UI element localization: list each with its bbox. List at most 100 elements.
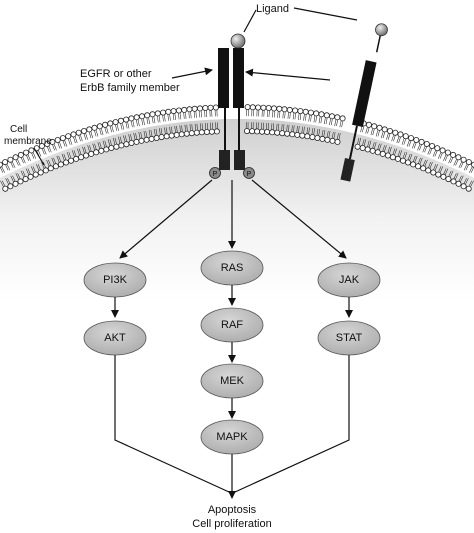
lipid-tail — [372, 142, 375, 149]
lipid-tail — [138, 131, 141, 139]
lipid-head-inner — [284, 130, 291, 137]
lipid-head-inner — [123, 141, 130, 148]
lipid-tail — [148, 117, 151, 125]
lipid-tail — [143, 130, 146, 138]
lipid-tail — [303, 114, 305, 121]
lipid-head-outer — [418, 138, 425, 145]
lipid-head-outer — [307, 109, 314, 116]
lipid-tail — [165, 127, 168, 134]
lipid-tail — [362, 125, 365, 133]
lipid-tail — [12, 175, 16, 182]
lipid-tail — [17, 159, 21, 166]
lipid-head-outer — [202, 105, 209, 112]
lipid-tail — [68, 152, 72, 159]
lipid-head-outer — [313, 110, 320, 117]
lipid-head-inner — [364, 146, 371, 153]
lipid-tail — [288, 124, 290, 132]
lipid-tail — [15, 159, 19, 166]
lipid-tail — [64, 140, 68, 147]
lipid-head-inner — [163, 133, 170, 140]
lipid-tail — [0, 166, 4, 173]
lipid-tail — [159, 128, 161, 135]
lipid-head-outer — [244, 104, 251, 111]
lipid-head-inner — [153, 134, 160, 141]
lipid-head-inner — [178, 131, 185, 138]
lipid-tail — [122, 123, 125, 130]
lipid-tail — [336, 133, 339, 140]
lipid-head-inner — [379, 150, 386, 157]
lipid-head-outer — [286, 106, 293, 113]
egfr-label-line2: ErbB family member — [80, 82, 180, 94]
lipid-tail — [109, 125, 112, 133]
lipid-tail — [450, 170, 454, 177]
lipid-tail — [377, 143, 380, 150]
lipid-tail — [130, 120, 133, 128]
lipid-head-outer — [212, 104, 219, 111]
lipid-head-inner — [329, 137, 336, 144]
lipid-head-inner — [243, 128, 250, 135]
lipid-head-outer — [170, 108, 177, 115]
lipid-head-inner — [425, 167, 432, 174]
lipid-tail — [174, 125, 176, 133]
lipid-tail — [71, 150, 75, 157]
lipid-tail — [57, 142, 61, 149]
lipid-tail — [160, 128, 163, 135]
lipid-head-outer — [444, 149, 451, 156]
lipid-tail — [73, 150, 77, 157]
lipid-tail — [316, 129, 319, 136]
lipid-tail — [318, 129, 321, 136]
lipid-tail — [104, 140, 107, 147]
lipid-tail — [169, 114, 171, 121]
lipid-tail — [427, 148, 431, 155]
lipid-head-inner — [32, 171, 39, 178]
lipid-tail — [102, 140, 105, 147]
lipid-head-inner — [93, 149, 100, 156]
lipid-tail — [119, 136, 122, 143]
node-mapk: MAPK — [200, 419, 264, 455]
lipid-tail — [178, 112, 180, 120]
lipid-tail — [191, 124, 193, 131]
lipid-tail — [114, 137, 117, 145]
lipid-tail — [453, 159, 457, 166]
lipid-tail — [127, 122, 130, 129]
lipid-tail — [85, 133, 88, 140]
phospho-left-circle — [209, 167, 221, 179]
lipid-tail — [194, 123, 196, 131]
lipid-tail — [195, 111, 197, 118]
lipid-tail — [323, 129, 326, 137]
lipid-head-outer — [339, 115, 346, 122]
lipid-head-outer — [439, 147, 446, 154]
lipid-tail — [437, 152, 441, 159]
second-receptor-kinase — [340, 158, 355, 182]
lipid-tail — [101, 128, 104, 136]
lipid-head-inner — [324, 136, 331, 143]
lipid-tail — [1, 180, 6, 187]
lipid-tail — [303, 126, 305, 134]
lipid-head-inner — [455, 180, 462, 187]
lipid-head-inner — [2, 185, 9, 192]
lipid-tail — [422, 146, 426, 153]
lipid-head-inner — [113, 143, 120, 150]
lipid-tail — [439, 152, 443, 159]
lipid-tail — [136, 119, 138, 127]
node-stat-label: STAT — [336, 332, 363, 344]
receptor-right-extracellular — [233, 48, 244, 108]
lipid-head-outer — [397, 131, 404, 138]
lipid-head-inner — [198, 129, 205, 136]
lipid-tail — [298, 125, 300, 133]
lipid-tail — [20, 170, 24, 177]
lipid-tail — [27, 154, 31, 162]
lipid-head-inner — [37, 169, 44, 176]
lipid-tail — [143, 118, 145, 126]
lipid-head-outer — [107, 120, 114, 127]
lipid-tail — [282, 111, 284, 119]
lipid-tail — [176, 125, 178, 133]
lipid-head-inner — [17, 178, 24, 185]
lipid-head-outer — [154, 110, 161, 117]
node-pi3k: PI3K — [83, 262, 147, 298]
lipid-tail — [321, 129, 324, 137]
ligand-label: Ligand — [256, 3, 289, 15]
lipid-tail — [37, 164, 41, 171]
lipid-head-inner — [183, 130, 190, 137]
